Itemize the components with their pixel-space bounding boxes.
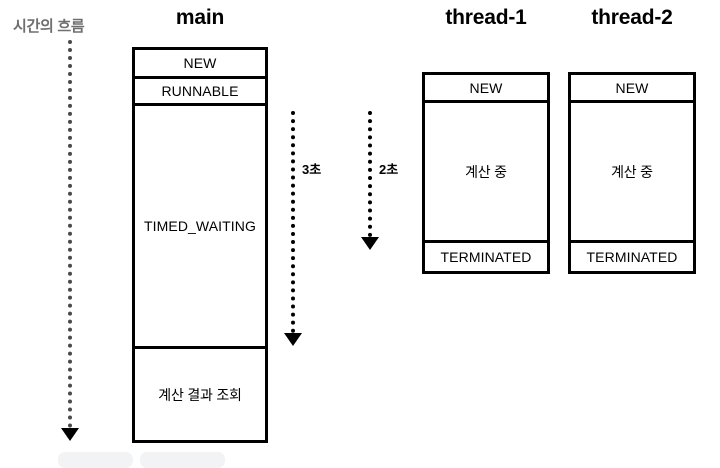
column-title-thread-1: thread-1: [445, 6, 527, 29]
segment-main-timed-waiting: TIMED_WAITING: [135, 106, 265, 349]
timeline-label: 시간의 흐름: [13, 18, 85, 35]
lifeline-thread-1: NEW 계산 중 TERMINATED: [422, 72, 550, 274]
duration-arrow-3sec-head: [284, 333, 302, 346]
segment-thread-1-computing: 계산 중: [425, 103, 547, 243]
duration-label-2sec: 2초: [379, 162, 399, 177]
segment-thread-2-terminated: TERMINATED: [571, 243, 693, 271]
segment-thread-1-new: NEW: [425, 75, 547, 103]
segment-main-runnable: RUNNABLE: [135, 79, 265, 106]
lifeline-main: NEW RUNNABLE TIMED_WAITING 계산 결과 조회: [132, 47, 268, 443]
duration-arrow-2sec-shaft: [368, 111, 372, 237]
segment-thread-1-terminated: TERMINATED: [425, 243, 547, 271]
timeline-arrow: [61, 40, 79, 442]
duration-arrow-3sec: [284, 111, 302, 347]
column-title-thread-2: thread-2: [591, 6, 673, 29]
duration-arrow-3sec-shaft: [291, 111, 295, 333]
duration-arrow-2sec-head: [361, 237, 379, 250]
segment-thread-2-new: NEW: [571, 75, 693, 103]
segment-main-result-lookup: 계산 결과 조회: [135, 349, 265, 440]
segment-main-new: NEW: [135, 50, 265, 79]
segment-thread-2-computing: 계산 중: [571, 103, 693, 243]
duration-arrow-2sec: [361, 111, 379, 251]
ghost-chip-left: [58, 452, 133, 468]
column-title-main: main: [175, 6, 225, 29]
timeline-arrow-shaft: [68, 40, 72, 428]
timeline-arrow-head: [61, 428, 79, 441]
lifeline-thread-2: NEW 계산 중 TERMINATED: [568, 72, 696, 274]
ghost-chip-right: [140, 452, 225, 468]
duration-label-3sec: 3초: [302, 162, 322, 177]
